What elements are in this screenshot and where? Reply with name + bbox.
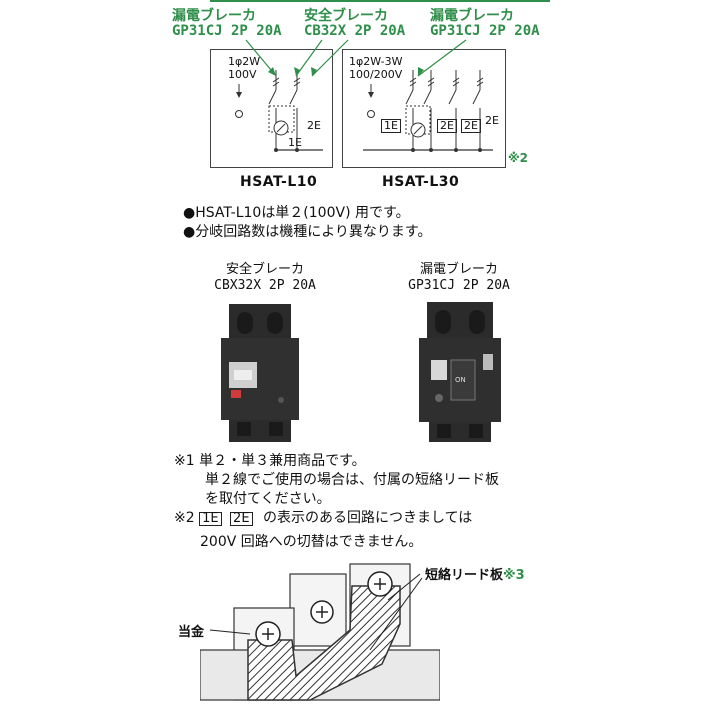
- l30-model-label: HSAT-L30: [382, 174, 460, 190]
- note-2-line-2: 200V 回路への切替はできません。: [200, 534, 423, 550]
- top-label-left-model: GP31CJ 2P 20A: [172, 23, 282, 39]
- note-2-text: の表示のある回路につきましては: [263, 510, 473, 526]
- l30-2e-c: 2E: [485, 114, 499, 127]
- top-label-right: 漏電ブレーカ GP31CJ 2P 20A: [430, 9, 540, 39]
- product-1-model: CBX32X 2P 20A: [214, 278, 316, 293]
- product-1-label: 安全ブレーカ CBX32X 2P 20A: [190, 262, 340, 294]
- l10-spec: 1φ2W 100V: [228, 55, 260, 81]
- top-label-right-name: 漏電ブレーカ: [430, 8, 514, 24]
- top-label-left: 漏電ブレーカ GP31CJ 2P 20A: [172, 9, 282, 39]
- note-1-line-3: を取付てください。: [205, 491, 331, 507]
- note-1-line-1: ※1 単２・単３兼用商品です。: [174, 453, 366, 469]
- l30-spec-text: 1φ2W-3W: [349, 55, 403, 68]
- earth-leakage-breaker-image: ON: [419, 302, 501, 442]
- top-label-left-name: 漏電ブレーカ: [172, 8, 256, 24]
- l30-spec: 1φ2W-3W 100/200V: [349, 55, 403, 81]
- l10-spec-text: 1φ2W: [228, 55, 261, 68]
- leader-arrows-svg: [245, 39, 467, 77]
- bullet-1: ●HSAT-L10は単２(100V) 用です。: [183, 205, 410, 221]
- note-2-tag-1e: 1E: [199, 512, 222, 526]
- l10-1e: 1E: [288, 136, 302, 149]
- top-label-middle-name: 安全ブレーカ: [304, 8, 388, 24]
- note-2: ※2 1E 2E の表示のある回路につきましては: [174, 509, 472, 528]
- product-2-name: 漏電ブレーカ: [419, 262, 498, 277]
- lead-plate-mark: ※3: [503, 568, 525, 583]
- l10-model-label: HSAT-L10: [240, 174, 318, 190]
- product-2-model: GP31CJ 2P 20A: [408, 278, 510, 293]
- l30-1e: 1E: [381, 114, 401, 133]
- diagram-l30: 1φ2W-3W 100/200V 1E 2E 2E 2E: [342, 49, 506, 168]
- l10-circuit-svg: [235, 70, 323, 152]
- note-2-tag-2e: 2E: [230, 512, 253, 526]
- bullet-list: ●HSAT-L10は単２(100V) 用です。 ●分岐回路数は機種により異なりま…: [183, 204, 432, 242]
- safety-breaker-image: [221, 304, 299, 442]
- top-label-right-model: GP31CJ 2P 20A: [430, 23, 540, 39]
- product-2-label: 漏電ブレーカ GP31CJ 2P 20A: [384, 262, 534, 294]
- l30-1e-tag: 1E: [381, 119, 401, 133]
- l30-circuit-svg: [363, 70, 493, 152]
- lead-plate-diagram: [200, 563, 440, 701]
- product-1-name: 安全ブレーカ: [225, 262, 304, 277]
- l30-voltage: 100/200V: [349, 68, 403, 81]
- breaker-on-label: ON: [455, 376, 466, 384]
- top-label-middle: 安全ブレーカ CB32X 2P 20A: [304, 9, 405, 39]
- note-mark-2: ※2: [508, 151, 529, 165]
- bullet-2: ●分岐回路数は機種により異なります。: [183, 224, 432, 240]
- lead-plate-label: 短絡リード板※3: [425, 564, 525, 583]
- lead-plate-text: 短絡リード板: [425, 568, 504, 583]
- l10-voltage: 100V: [228, 68, 257, 81]
- note-1: ※1 単２・単３兼用商品です。 単２線でご使用の場合は、付属の短絡リード板 を取…: [174, 452, 499, 509]
- note-1-line-2: 単２線でご使用の場合は、付属の短絡リード板: [205, 472, 499, 488]
- l10-2e: 2E: [307, 119, 321, 132]
- busbar-label: 当金: [178, 625, 205, 640]
- note-2-mark: ※2: [174, 510, 195, 526]
- top-label-middle-model: CB32X 2P 20A: [304, 23, 406, 39]
- top-divider: [210, 0, 550, 2]
